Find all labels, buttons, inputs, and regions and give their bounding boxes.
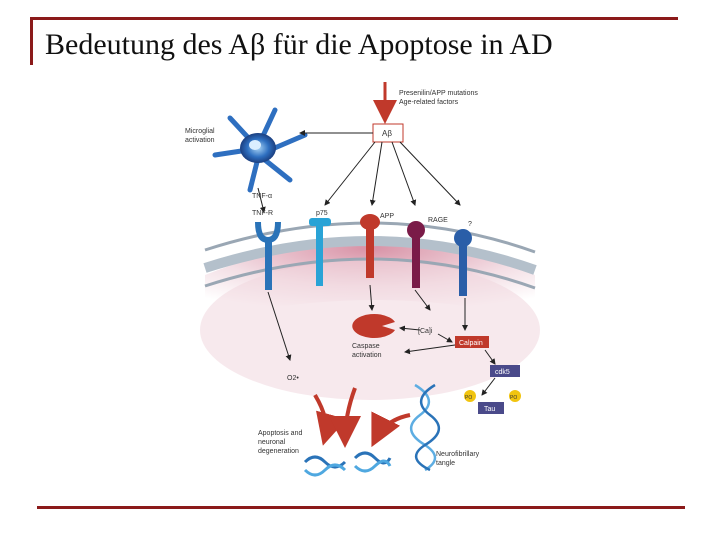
tau-label: Tau: [484, 406, 495, 413]
red-arrow-left: [313, 393, 347, 446]
cdk5-label: cdk5: [495, 369, 510, 376]
app-label: APP: [380, 213, 394, 220]
po-circle-left: [464, 390, 476, 402]
red-arrow-right: [371, 411, 411, 448]
cdk5-box: [490, 365, 520, 377]
calpain-box: [455, 336, 489, 348]
tangle-label-2: tangle: [436, 460, 455, 467]
apoptosis-label-1: Apoptosis and: [258, 430, 302, 437]
unknown-receptor: [454, 229, 472, 296]
top-factors-label-1: Presenilin/APP mutations: [399, 90, 478, 97]
p75-label: p75: [316, 210, 328, 217]
red-arrow-middle: [329, 387, 362, 448]
po-circle-right: [509, 390, 521, 402]
unknown-label: ?: [468, 221, 472, 228]
neurofibrillary-tangle-icon: [410, 383, 440, 472]
caspase-icon: [352, 314, 395, 338]
caspase-label-1: Caspase: [352, 343, 380, 350]
slide-title: Bedeutung des Aβ für die Apoptose in AD: [45, 28, 553, 61]
o2-label: O2•: [287, 375, 299, 382]
frame-left-border: [30, 17, 33, 65]
ca-label: [Ca]i: [418, 328, 433, 335]
apoptosis-label-2: neuronal: [258, 439, 286, 446]
fragmented-dna-icon: [303, 451, 392, 477]
rage-receptor: [407, 221, 425, 288]
rage-label: RAGE: [428, 217, 448, 224]
microglial-label-1: Microglial: [185, 128, 215, 135]
po-label-left: PO: [465, 395, 472, 401]
abeta-label: Aβ: [382, 129, 392, 138]
frame-top-border: [30, 17, 678, 20]
tnf-r-label: TNF-R: [252, 210, 273, 217]
top-factors-label-2: Age-related factors: [399, 99, 459, 106]
calpain-label: Calpain: [459, 340, 483, 347]
po-label-right: PO: [510, 395, 517, 401]
caspase-label-2: activation: [352, 352, 382, 359]
tangle-label-1: Neurofibrillary: [436, 451, 480, 458]
p75-receptor: [309, 218, 331, 286]
app-receptor: [360, 214, 380, 278]
tnf-receptor: [255, 221, 281, 290]
microglial-label-2: activation: [185, 137, 215, 144]
frame-bottom-border: [37, 506, 685, 509]
tau-box: [478, 402, 504, 414]
microglial-cell-icon: [212, 107, 308, 193]
apoptosis-label-3: degeneration: [258, 448, 299, 455]
tnf-alpha-label: TNF-α: [252, 193, 272, 200]
